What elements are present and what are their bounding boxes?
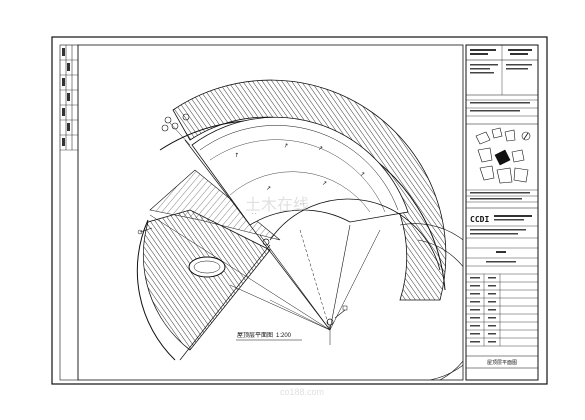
svg-text:↗: ↗	[318, 146, 323, 152]
svg-text:↗: ↗	[233, 152, 241, 160]
north-arrow-icon	[521, 131, 531, 141]
radial-grid-lines	[149, 139, 381, 361]
svg-text:· ·: · ·	[300, 201, 305, 207]
roof-plan: ↗ ↗ ↗ ↗ ↗ ↗ · · · ·	[136, 79, 463, 380]
left-annotation	[137, 227, 270, 246]
drawing-caption: 屋顶层平面图 1:200	[236, 332, 302, 341]
section-marker-icon	[161, 113, 191, 146]
svg-text:· ·: · ·	[252, 211, 257, 217]
roof-hatch-left-lobe	[142, 209, 271, 351]
drawing-title: 屋顶层平面图	[237, 332, 273, 339]
oval-void	[188, 256, 226, 278]
left-revision-strip	[59, 44, 79, 381]
svg-text:↗: ↗	[360, 172, 365, 178]
left-outer-arc	[136, 219, 176, 361]
watermark-text: 土木在线	[245, 196, 309, 214]
svg-text:↗: ↗	[322, 181, 327, 187]
key-plan	[475, 127, 529, 184]
focal-point-marker	[326, 305, 348, 345]
drawing-scale: 1:200	[276, 333, 292, 339]
inner-floor-band	[191, 116, 409, 226]
title-block: CCDI	[465, 44, 539, 381]
sheet-title: 屋顶层平面图	[487, 360, 517, 366]
annotation-marks: ↗ ↗ ↗ ↗ ↗ ↗ · · · ·	[233, 143, 365, 217]
company-code: CCDI	[470, 215, 489, 224]
watermark-footer: co188.com	[280, 387, 324, 397]
svg-text:↗: ↗	[266, 186, 271, 192]
svg-text:↗: ↗	[283, 143, 289, 150]
outer-frame	[51, 36, 548, 385]
roof-hatch-wedge	[149, 169, 281, 241]
